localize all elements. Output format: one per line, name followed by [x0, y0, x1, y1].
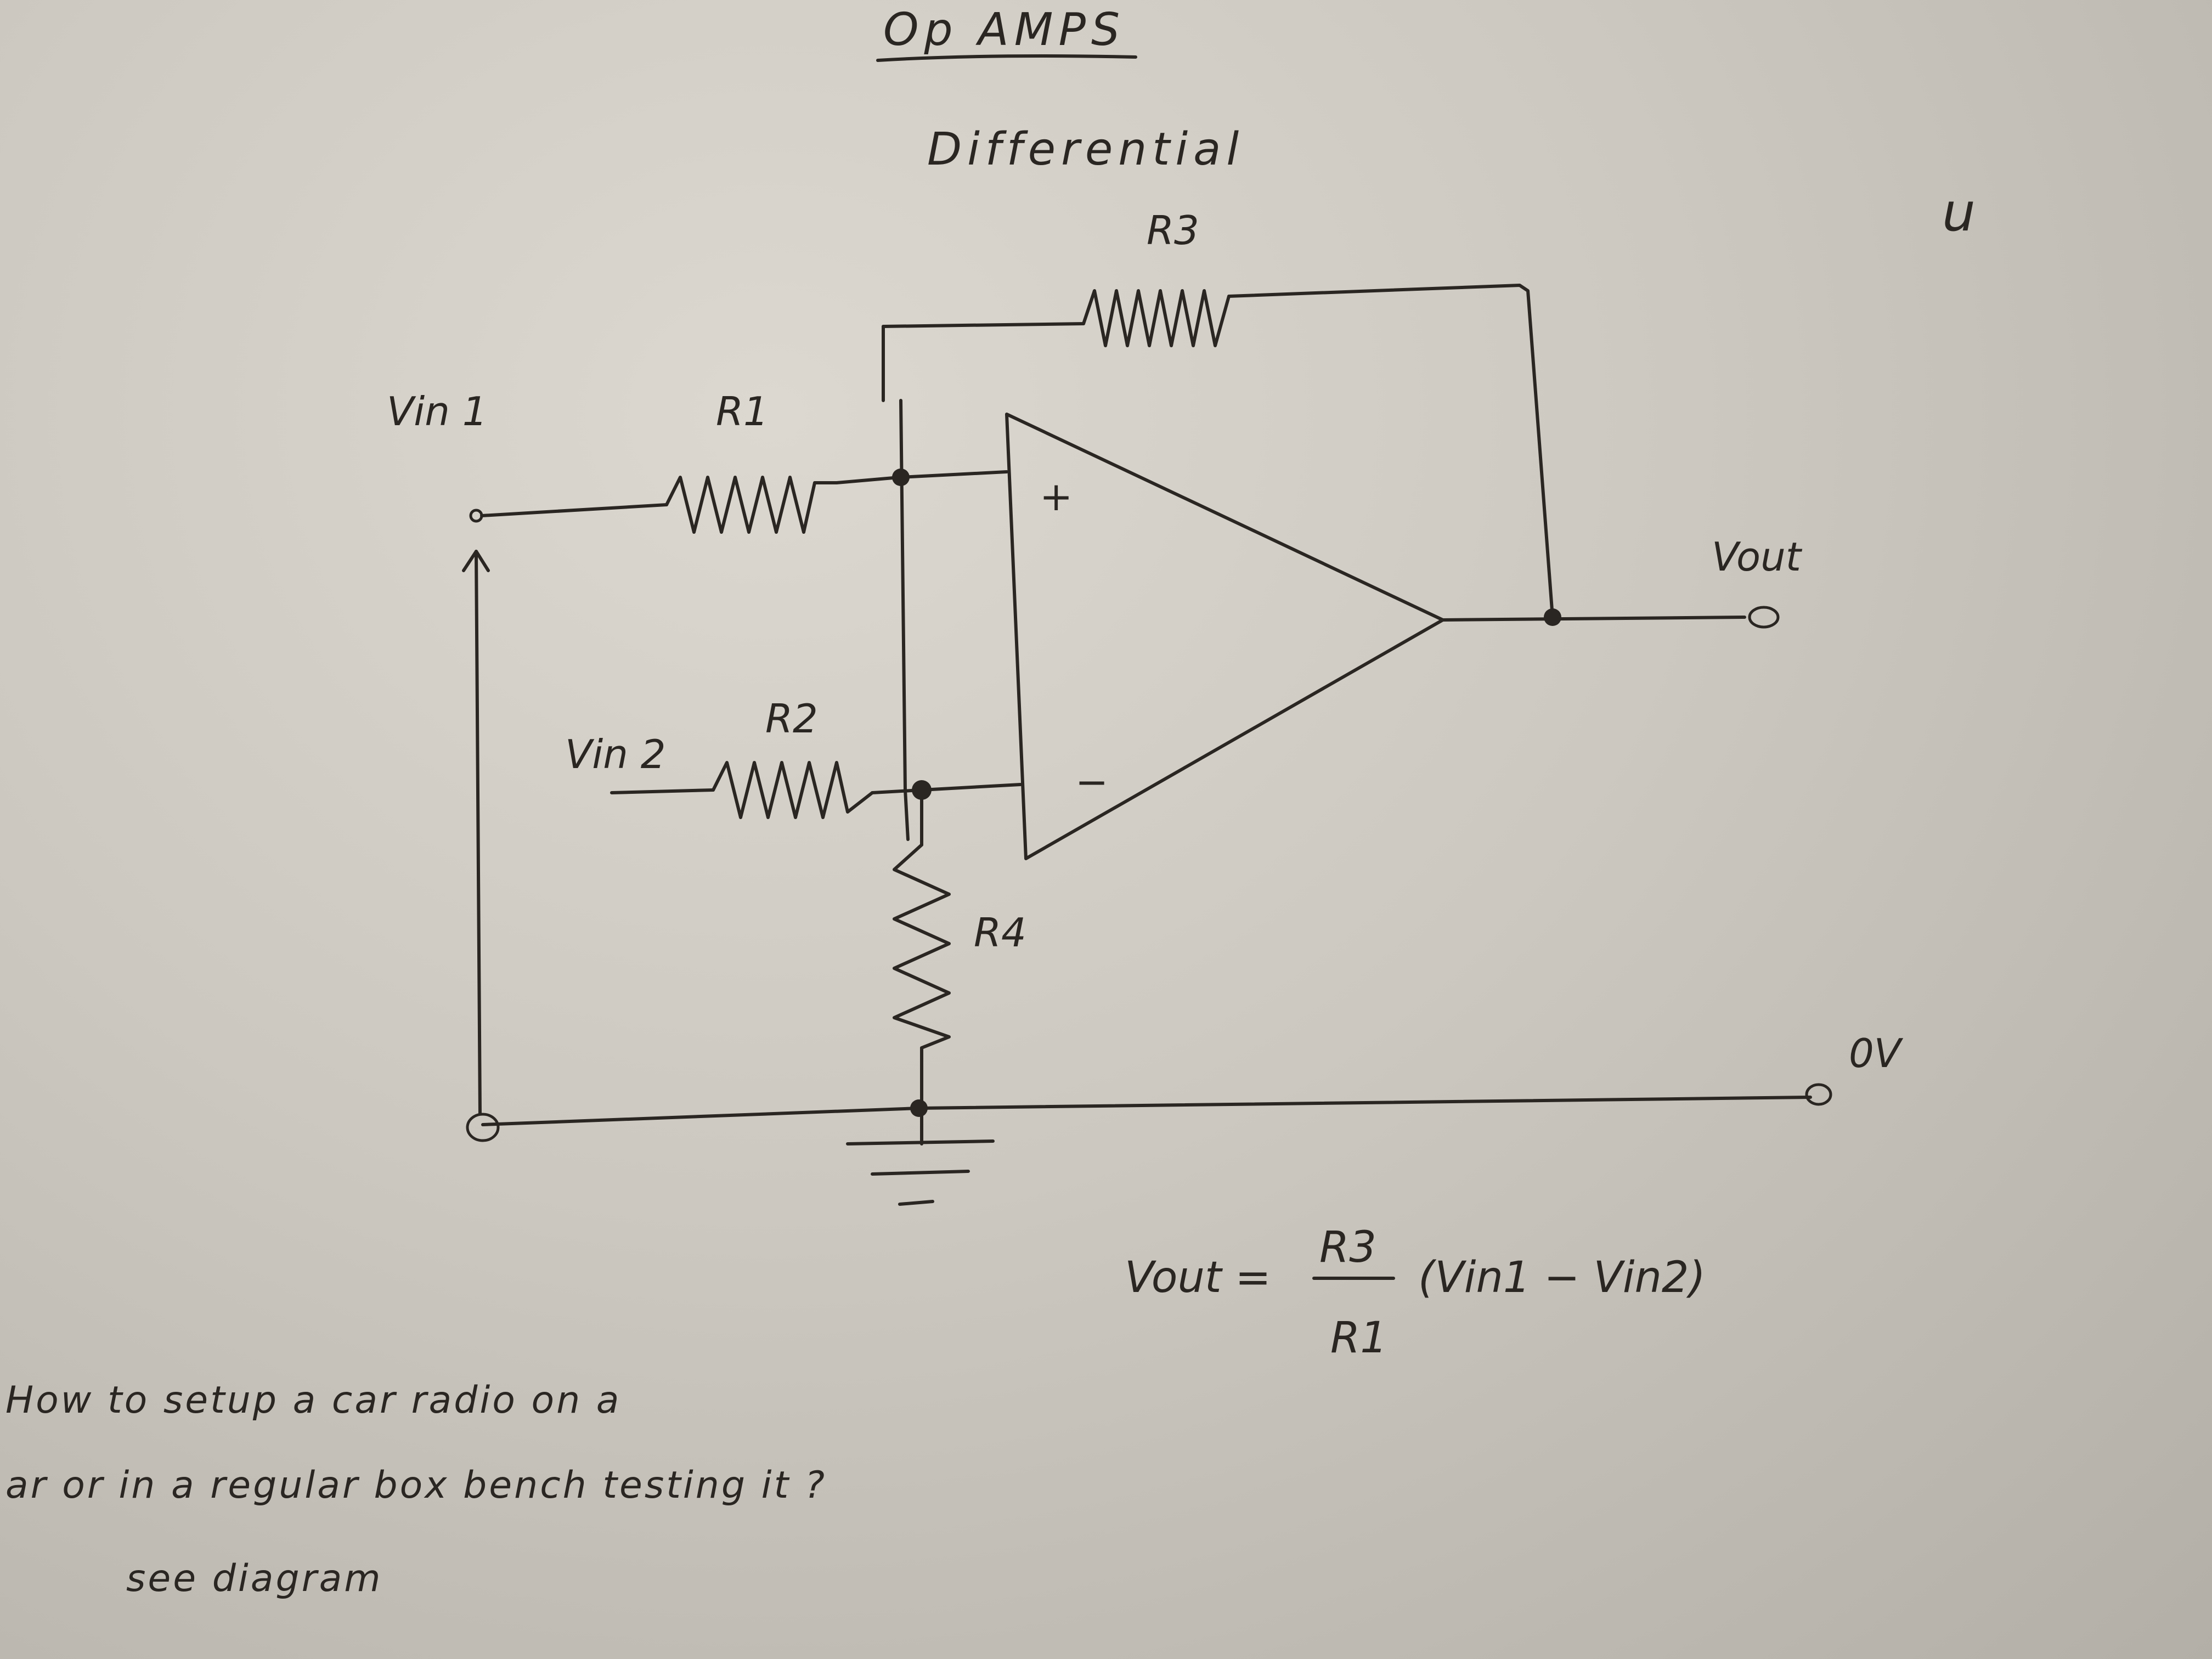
resistor-r2	[712, 761, 874, 819]
vin1-arrow-head	[462, 550, 490, 572]
corner-mark: u	[1942, 182, 1976, 243]
vout-label: Vout	[1712, 534, 1803, 580]
zero-v-label: 0V	[1849, 1030, 1904, 1076]
plus-sign: +	[1040, 473, 1073, 520]
ground-rail	[481, 1096, 1812, 1126]
vin2-label: Vin 2	[565, 731, 666, 777]
output-wire	[1441, 616, 1746, 622]
vin1-wire	[480, 503, 668, 517]
note-line-3: see diagram	[126, 1557, 382, 1600]
note-line-2: ar or in a regular box bench testing it …	[5, 1464, 827, 1507]
page-subtitle: Differential	[927, 123, 1244, 176]
ground-bar-2	[871, 1170, 970, 1176]
r4-label: R4	[974, 910, 1026, 956]
ground-bar-3	[898, 1200, 934, 1206]
minus-input-wire	[920, 783, 1022, 792]
ground-bar-1	[846, 1139, 995, 1146]
title-underline	[876, 54, 1137, 62]
formula-numerator: R3	[1319, 1223, 1376, 1272]
resistor-r4	[893, 843, 951, 1049]
node-vertical-wire	[899, 399, 910, 841]
op-amp-triangle	[1005, 413, 1444, 860]
feedback-wire-top-left	[882, 322, 1085, 328]
node-ground	[910, 1099, 928, 1117]
r2-label: R2	[765, 696, 818, 742]
formula-term: (Vin1 − Vin2)	[1418, 1253, 1706, 1302]
r1-label: R1	[716, 388, 769, 435]
page-title: Op AMPS	[883, 4, 1125, 56]
vin1-label: Vin 1	[387, 388, 488, 435]
resistor-r3	[1082, 289, 1231, 347]
formula-lhs: Vout =	[1125, 1253, 1271, 1302]
feedback-wire-right	[1227, 284, 1554, 619]
note-line-1: How to setup a car radio on a	[5, 1379, 621, 1422]
vin2-wire	[610, 788, 715, 794]
node-output	[1544, 608, 1561, 626]
vin1-reference-line	[475, 550, 482, 1115]
plus-input-wire	[899, 470, 1008, 479]
formula-denominator: R1	[1330, 1313, 1387, 1363]
r3-label: R3	[1147, 207, 1199, 253]
ground-left-terminal	[466, 1113, 500, 1142]
r1-to-node-wire	[835, 476, 901, 484]
zero-v-terminal	[1805, 1083, 1832, 1106]
resistor-r1	[665, 476, 838, 534]
minus-sign: −	[1075, 759, 1108, 805]
vout-terminal	[1748, 606, 1780, 629]
